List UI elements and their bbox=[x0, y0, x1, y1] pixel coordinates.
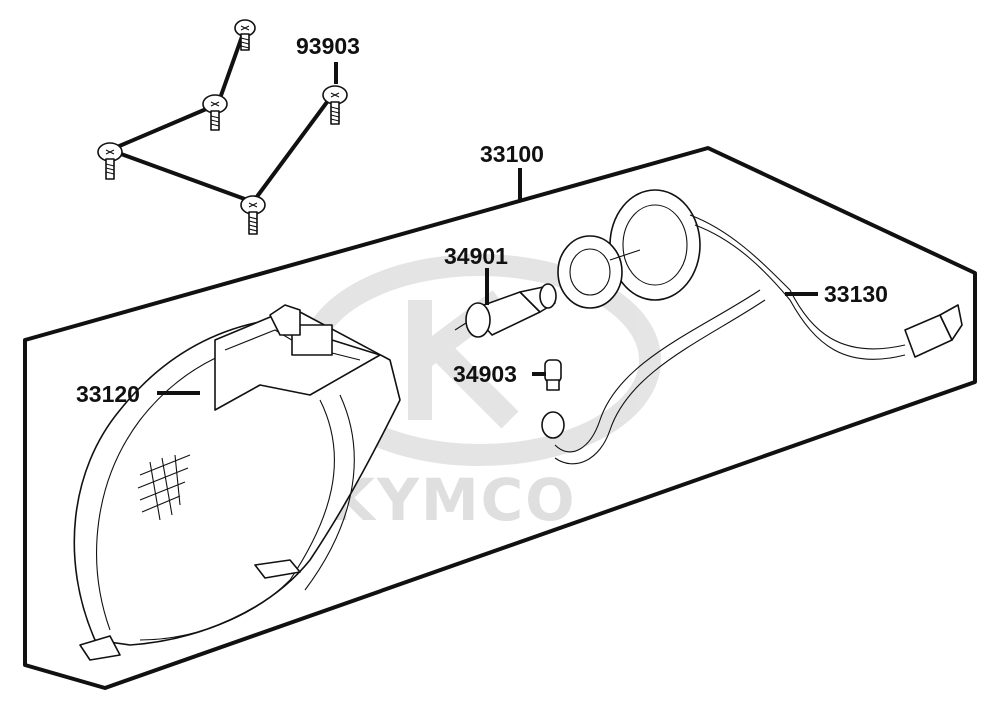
callout-34901: 34901 bbox=[444, 243, 508, 269]
screw-set bbox=[97, 19, 348, 235]
screw-icon bbox=[234, 19, 256, 51]
screw-icon bbox=[97, 142, 123, 180]
headlight-bulb bbox=[454, 283, 557, 338]
kymco-watermark: KYMCO bbox=[299, 254, 661, 534]
headlight-housing bbox=[73, 304, 401, 661]
callout-33130: 33130 bbox=[824, 281, 888, 307]
callout-33100: 33100 bbox=[480, 141, 544, 167]
watermark-text: KYMCO bbox=[330, 466, 577, 534]
position-bulb bbox=[544, 359, 562, 391]
screw-icon bbox=[202, 94, 228, 131]
screw-icon bbox=[240, 195, 266, 235]
leader-lines bbox=[157, 62, 818, 395]
callout-33120: 33120 bbox=[76, 381, 140, 407]
callout-34903: 34903 bbox=[453, 361, 517, 387]
wire-harness bbox=[541, 189, 963, 465]
screw-icon bbox=[322, 85, 348, 125]
assembly-frame bbox=[23, 146, 977, 690]
callout-93903: 93903 bbox=[296, 33, 360, 59]
